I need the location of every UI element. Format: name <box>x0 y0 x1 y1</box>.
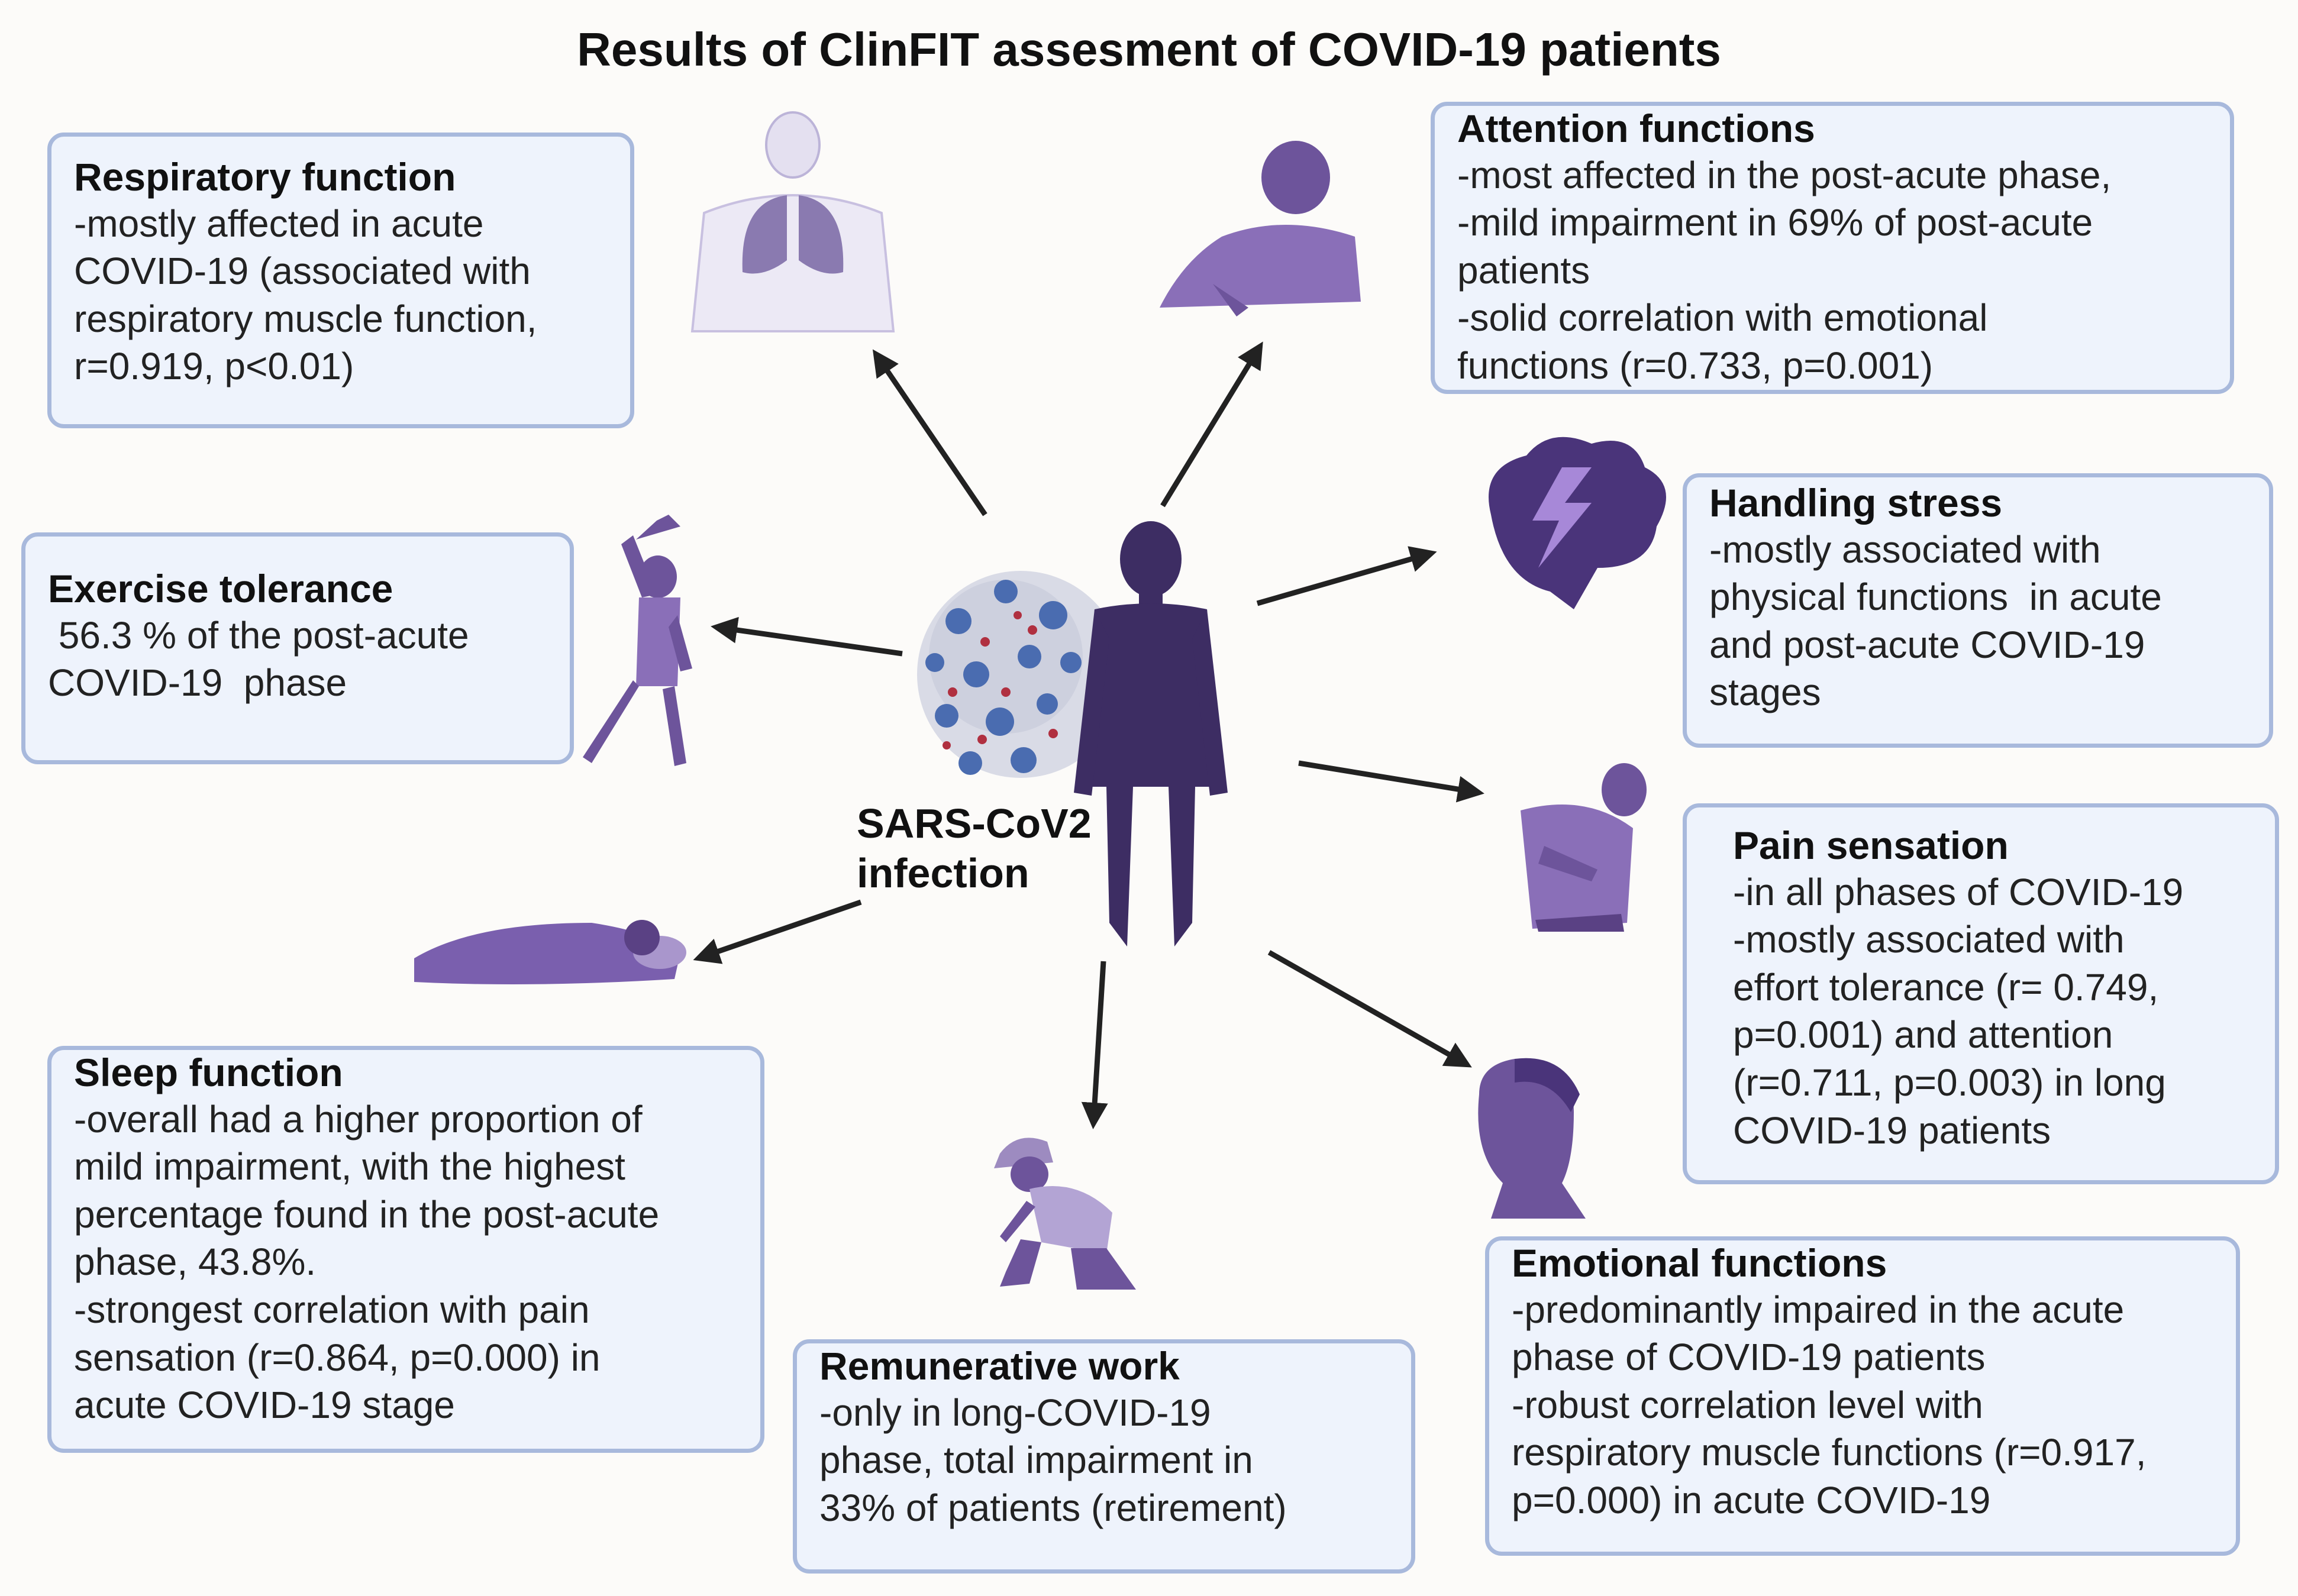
arrow-respiratory <box>872 349 987 516</box>
exercise-heading: Exercise tolerance <box>48 567 393 610</box>
stress-line-1: -mostly associated with <box>1709 528 2101 571</box>
exercise-tolerance-box: Exercise tolerance 56.3 % of the post-ac… <box>21 532 574 764</box>
respiratory-line-3: respiratory muscle function, <box>74 297 537 340</box>
kneeling-worker-icon <box>994 1138 1136 1290</box>
writing-person-icon <box>1160 141 1361 316</box>
arrow-exercise <box>711 616 903 657</box>
arrow-attention <box>1160 341 1263 508</box>
stress-heading: Handling stress <box>1709 481 2003 525</box>
attention-functions-box: Attention functions -most affected in th… <box>1431 102 2234 394</box>
respiratory-line-1: -mostly affected in acute <box>74 202 484 245</box>
pain-heading: Pain sensation <box>1733 823 2009 867</box>
lungs-torso-icon <box>690 111 895 332</box>
attention-line-4: -solid correlation with emotional <box>1457 296 1988 340</box>
remunerative-work-box: Remunerative work -only in long-COVID-19… <box>793 1339 1415 1574</box>
respiratory-line-2: COVID-19 (associated with <box>74 250 531 293</box>
emotional-line-1: -predominantly impaired in the acute <box>1512 1288 2125 1331</box>
exercise-line-2: COVID-19 phase <box>48 661 347 705</box>
stress-line-3: and post-acute COVID-19 <box>1709 623 2145 666</box>
brain-lightning-icon <box>1489 437 1666 609</box>
stretching-woman-icon <box>583 515 692 766</box>
attention-line-5: functions (r=0.733, p=0.001) <box>1457 344 1934 387</box>
respiratory-function-box: Respiratory function -mostly affected in… <box>47 133 634 428</box>
center-label: SARS-CoV2 infection <box>857 799 1092 898</box>
emotional-line-2: phase of COVID-19 patients <box>1512 1336 1986 1379</box>
center-label-line1: SARS-CoV2 <box>857 800 1092 847</box>
sleep-function-box: Sleep function -overall had a higher pro… <box>47 1046 764 1453</box>
sleep-line-5: -strongest correlation with pain <box>74 1288 590 1332</box>
emotional-functions-box: Emotional functions -predominantly impai… <box>1485 1236 2240 1556</box>
work-line-3: 33% of patients (retirement) <box>819 1486 1287 1529</box>
sleep-line-7: acute COVID-19 stage <box>74 1384 455 1427</box>
pain-line-6: COVID-19 patients <box>1733 1109 2051 1152</box>
stress-line-2: physical functions in acute <box>1709 576 2162 619</box>
respiratory-heading: Respiratory function <box>74 155 456 199</box>
abdominal-pain-person-icon <box>1521 763 1647 932</box>
arrow-pain <box>1298 760 1484 803</box>
arrow-work <box>1081 961 1108 1129</box>
sleep-line-6: sensation (r=0.864, p=0.000) in <box>74 1336 601 1379</box>
work-line-1: -only in long-COVID-19 <box>819 1391 1211 1434</box>
sleep-line-3: percentage found in the post-acute <box>74 1193 660 1236</box>
emotional-line-4: respiratory muscle functions (r=0.917, <box>1512 1431 2147 1474</box>
attention-line-2: -mild impairment in 69% of post-acute <box>1457 201 2093 244</box>
virus-icon <box>917 571 1124 778</box>
pain-line-5: (r=0.711, p=0.003) in long <box>1733 1061 2166 1104</box>
sad-face-profile-icon <box>1478 1058 1586 1219</box>
emotional-line-5: p=0.000) in acute COVID-19 <box>1512 1479 1991 1522</box>
person-silhouette-icon <box>1074 521 1228 946</box>
exercise-line-1: 56.3 % of the post-acute <box>48 613 469 657</box>
handling-stress-box: Handling stress -mostly associated with … <box>1683 473 2273 748</box>
arrow-sleep <box>693 899 862 964</box>
pain-line-2: -mostly associated with <box>1733 918 2125 961</box>
work-heading: Remunerative work <box>819 1344 1180 1388</box>
sleeping-person-icon <box>414 920 686 984</box>
emotional-line-3: -robust correlation level with <box>1512 1383 1983 1426</box>
sleep-line-4: phase, 43.8%. <box>74 1240 317 1284</box>
pain-line-3: effort tolerance (r= 0.749, <box>1733 965 2159 1009</box>
center-label-line2: infection <box>857 850 1029 896</box>
pain-line-1: -in all phases of COVID-19 <box>1733 870 2184 913</box>
emotional-heading: Emotional functions <box>1512 1241 1887 1285</box>
page-title: Results of ClinFIT assesment of COVID-19… <box>577 23 1721 76</box>
sleep-line-1: -overall had a higher proportion of <box>74 1097 643 1141</box>
sleep-line-2: mild impairment, with the highest <box>74 1145 625 1188</box>
arrow-emotional <box>1267 950 1472 1068</box>
arrow-stress <box>1256 546 1437 606</box>
stress-line-4: stages <box>1709 671 1821 714</box>
attention-line-3: patients <box>1457 248 1590 292</box>
attention-line-1: -most affected in the post-acute phase, <box>1457 153 2112 196</box>
work-line-2: phase, total impairment in <box>819 1439 1253 1482</box>
sleep-heading: Sleep function <box>74 1051 343 1094</box>
pain-line-4: p=0.001) and attention <box>1733 1013 2113 1057</box>
pain-sensation-box: Pain sensation -in all phases of COVID-1… <box>1683 803 2279 1184</box>
respiratory-line-4: r=0.919, p<0.01) <box>74 345 354 388</box>
attention-heading: Attention functions <box>1457 106 1815 150</box>
